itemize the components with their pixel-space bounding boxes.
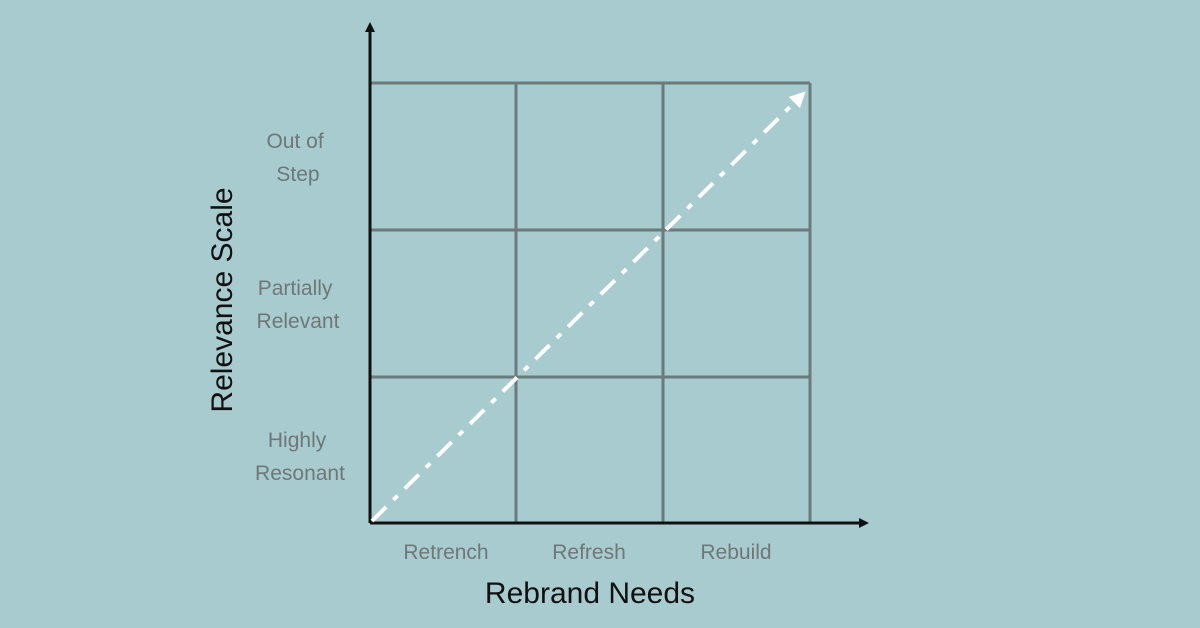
matrix-grid — [370, 81, 812, 523]
diagonal-arrow — [370, 91, 806, 523]
row-label-line: Highly — [268, 429, 327, 452]
x-axis-title: Rebrand Needs — [485, 577, 695, 610]
column-label-retrench: Retrench — [403, 541, 488, 564]
row-label-line: Step — [276, 163, 319, 186]
row-label-line: Partially — [258, 277, 333, 300]
row-label-partially-relevant: Partially Relevant — [257, 277, 340, 333]
row-label-line: Out of — [266, 130, 323, 153]
column-label-refresh: Refresh — [552, 541, 626, 564]
row-label-line: Relevant — [257, 310, 340, 333]
column-label-rebuild: Rebuild — [700, 541, 771, 564]
row-label-out-of-step: Out of Step — [266, 130, 329, 186]
row-label-line: Resonant — [255, 462, 345, 485]
row-label-highly-resonant: Highly Resonant — [255, 429, 345, 485]
y-axis-title: Relevance Scale — [206, 187, 239, 412]
